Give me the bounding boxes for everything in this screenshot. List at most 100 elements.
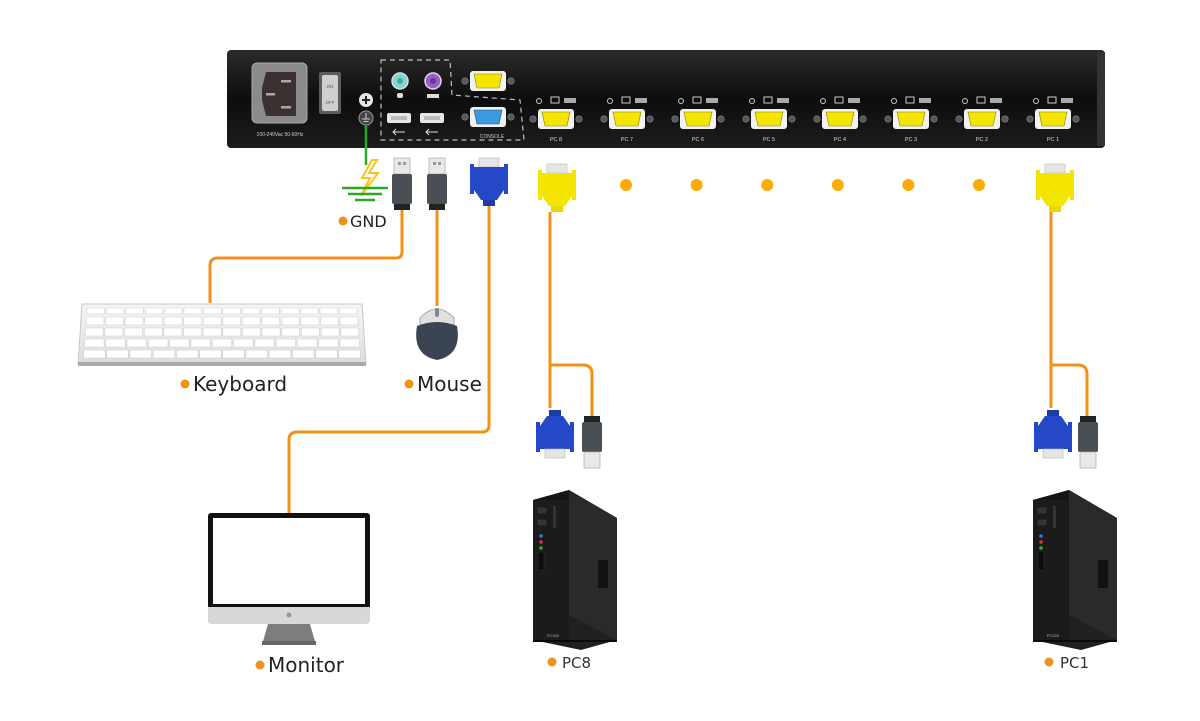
pc-port-label: PC 2 — [976, 137, 988, 143]
key — [242, 316, 261, 326]
pc8-vga-plug — [535, 409, 575, 459]
switch-on-label: ON — [327, 84, 334, 89]
console-group-outline — [380, 59, 525, 141]
keyboard-cable — [208, 210, 404, 303]
key — [338, 349, 361, 359]
key — [104, 327, 124, 337]
key — [183, 316, 202, 326]
key — [129, 349, 152, 359]
key — [84, 338, 105, 348]
key — [222, 349, 245, 359]
pc1-kvm-vga-plug — [1035, 163, 1075, 213]
bullet-dot — [1044, 657, 1054, 667]
key — [85, 316, 105, 326]
key — [280, 307, 300, 315]
audio-icon — [749, 98, 755, 104]
pc-port-pc3: PC 3 — [884, 96, 938, 143]
mouse-device — [416, 308, 458, 360]
audio-icon — [536, 98, 542, 104]
key — [261, 307, 280, 315]
monitor-icon — [692, 96, 702, 104]
key — [292, 349, 315, 359]
key — [339, 307, 358, 315]
more-pcs-ellipsis — [620, 179, 985, 191]
pc1-usb-plug — [1077, 415, 1099, 469]
bullet-dot — [338, 216, 348, 226]
usb-icon — [635, 98, 647, 103]
key — [202, 316, 222, 326]
pc-port-label: PC 5 — [763, 137, 775, 143]
key — [147, 338, 169, 348]
key — [124, 327, 143, 337]
monitor-vga-plug — [469, 157, 509, 207]
key — [152, 349, 176, 359]
usb-icon — [425, 128, 438, 136]
key — [261, 327, 281, 337]
monitor-icon — [1047, 96, 1057, 104]
keyboard-icon — [427, 94, 439, 98]
key — [190, 338, 211, 348]
keyboard-keys — [83, 307, 361, 359]
key — [105, 307, 125, 315]
audio-icon — [820, 98, 826, 104]
panel-body — [227, 50, 1105, 148]
key — [126, 338, 147, 348]
ground-connection: GND — [338, 125, 388, 231]
usb-port-2 — [420, 113, 444, 136]
pc1-usb-branch — [1051, 363, 1089, 416]
key — [320, 316, 339, 326]
key — [144, 307, 164, 315]
audio-icon — [962, 98, 968, 104]
cables — [208, 200, 1089, 516]
monitor-icon — [621, 96, 631, 104]
pc-port-label: PC 7 — [621, 137, 633, 143]
bullet-dot — [255, 660, 265, 670]
mouse-label: Mouse — [417, 372, 482, 396]
gnd-label: GND — [350, 212, 387, 231]
key — [275, 338, 297, 348]
ellipsis-dot — [902, 179, 915, 191]
monitor-icon — [550, 96, 560, 104]
pc8-kvm-vga-plug — [537, 163, 577, 213]
pc-port-pc4: PC 4 — [813, 96, 867, 143]
key — [320, 327, 340, 337]
pc1-tower — [1032, 489, 1118, 651]
key — [202, 327, 222, 337]
key — [105, 338, 126, 348]
key — [83, 349, 106, 359]
key — [199, 349, 222, 359]
monitor-icon — [763, 96, 773, 104]
key — [241, 307, 261, 315]
ellipsis-dot — [620, 179, 632, 191]
key — [106, 349, 129, 359]
key — [163, 327, 183, 337]
audio-icon — [891, 98, 897, 104]
pc1-case-text: PC300 — [1047, 633, 1060, 638]
keyboard-label: Keyboard — [193, 372, 287, 396]
audio-icon — [607, 98, 613, 104]
bullet-dot — [404, 379, 414, 389]
pc8-usb-branch — [550, 363, 594, 416]
bullet-dot — [547, 657, 557, 667]
key — [300, 316, 320, 326]
key — [86, 307, 105, 315]
monitor-icon — [834, 96, 844, 104]
key — [261, 316, 281, 326]
monitor-icon — [976, 96, 986, 104]
key — [222, 327, 242, 337]
keyboard-usb-plug — [391, 157, 413, 211]
pc-port-pc7: PC 7 — [600, 96, 654, 143]
power-rating-label: 100-240Vac 50-60Hz — [257, 132, 304, 138]
pc-port-label: PC 3 — [905, 137, 917, 143]
key — [222, 316, 242, 326]
key — [169, 338, 190, 348]
power-switch[interactable]: ON OFF — [319, 72, 341, 114]
power-inlet — [251, 62, 308, 124]
key — [124, 316, 144, 326]
lightning-icon — [360, 159, 380, 197]
mouse-usb-plug — [426, 157, 448, 211]
switch-off-label: OFF — [326, 100, 335, 105]
pc-port-label: PC 1 — [1047, 137, 1059, 143]
key — [176, 349, 199, 359]
